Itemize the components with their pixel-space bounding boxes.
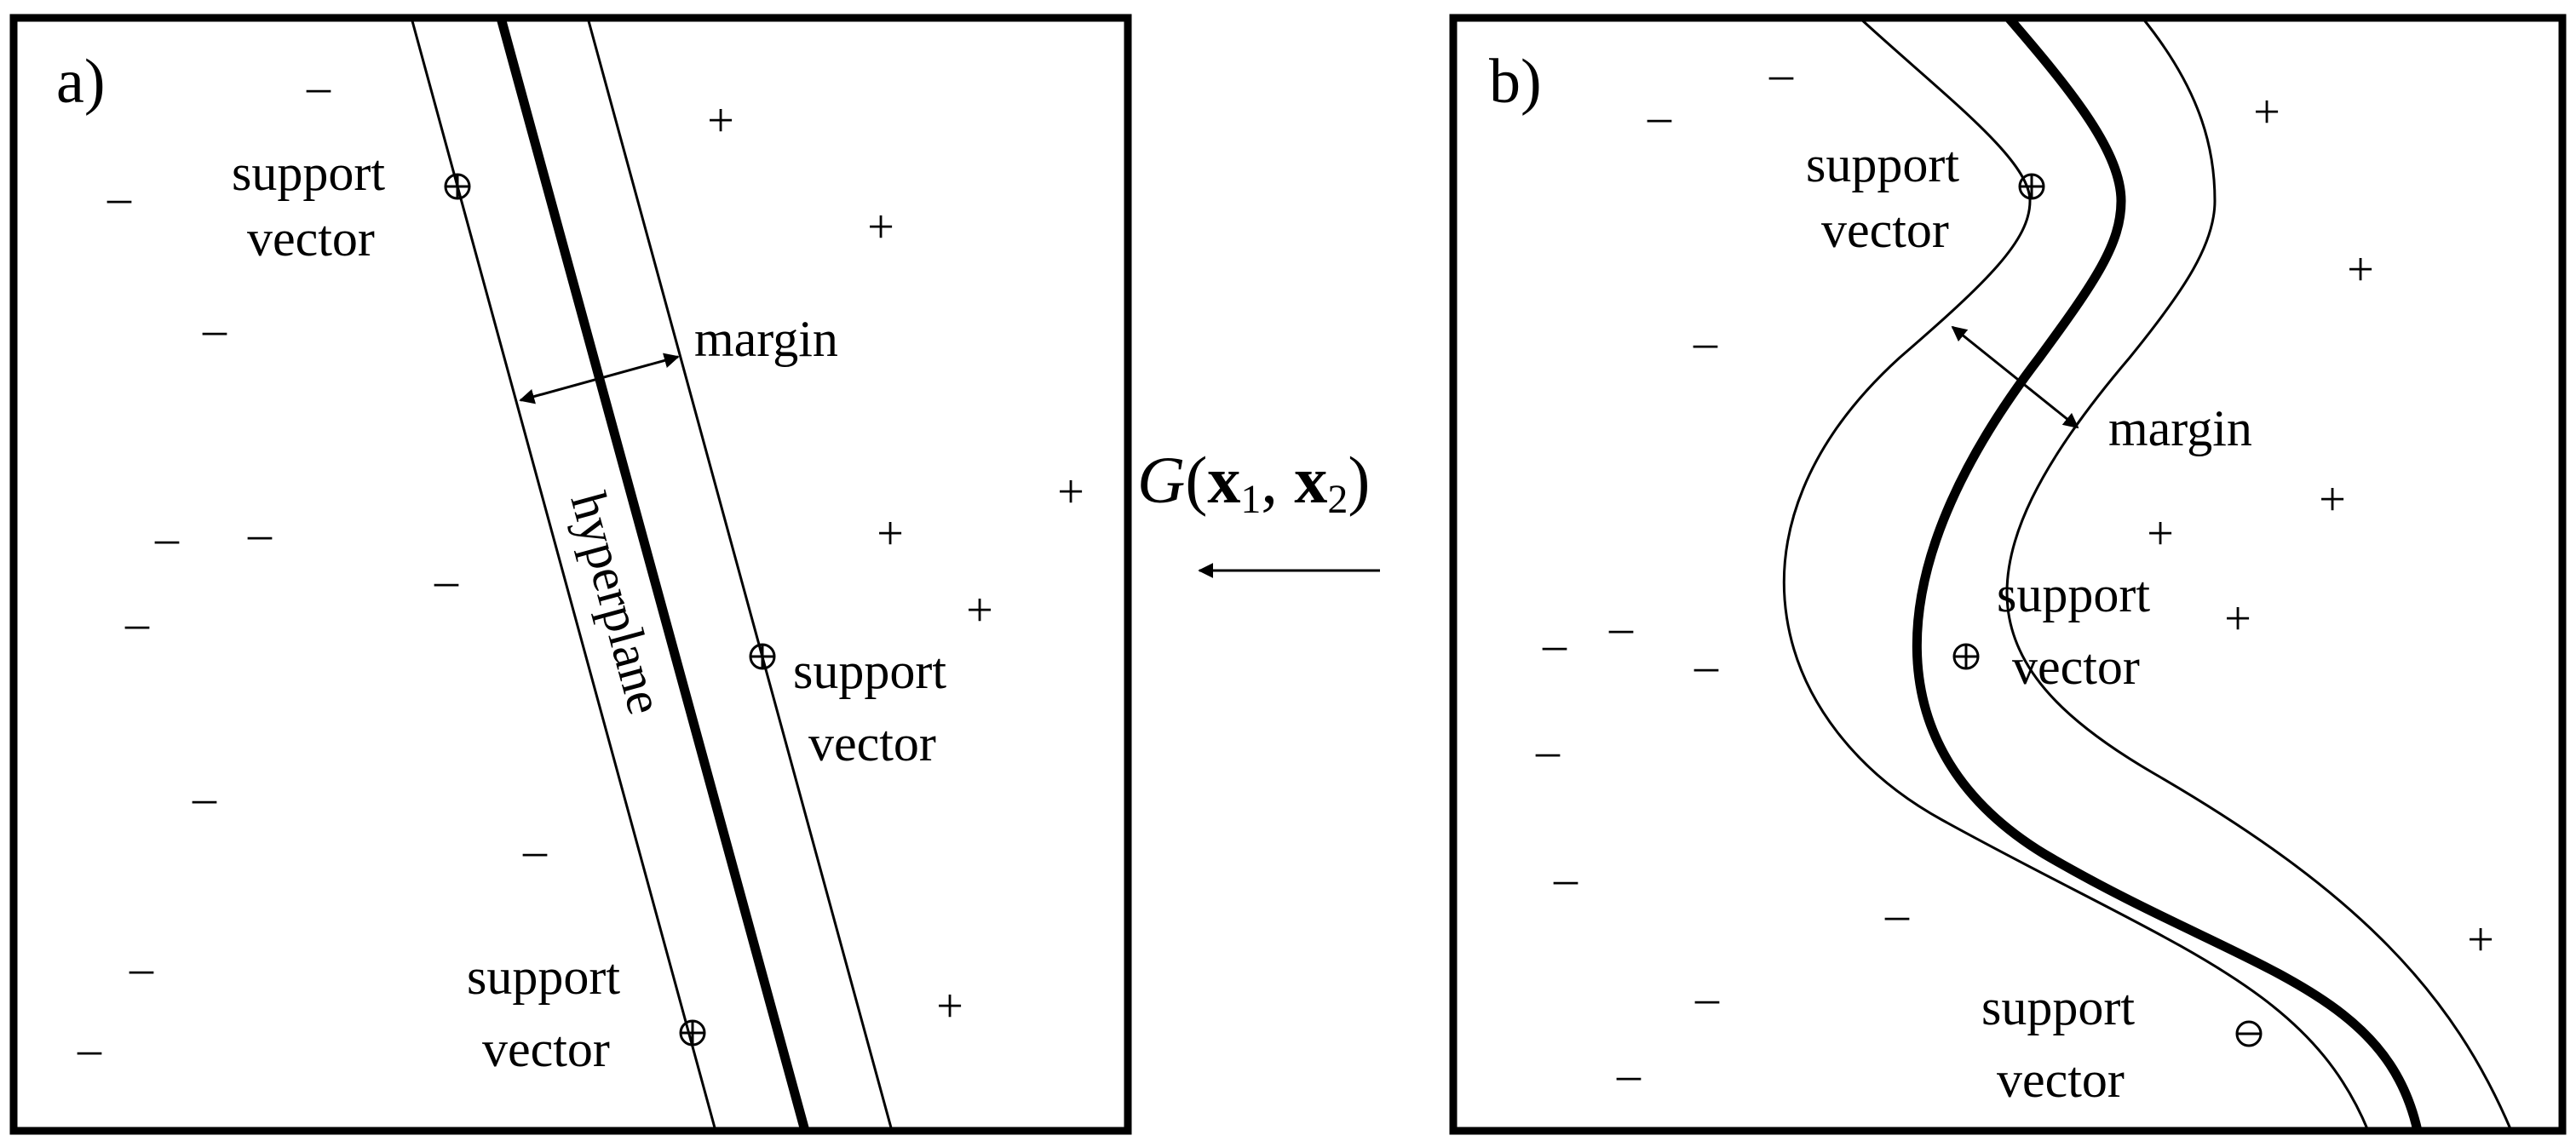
minus-sign: – bbox=[1768, 48, 1794, 100]
support-word: support bbox=[1997, 566, 2150, 622]
vector-word: vector bbox=[247, 210, 375, 267]
panel-a-frame bbox=[9, 14, 1132, 1135]
arg-x1-subscript: 1 bbox=[1240, 477, 1261, 522]
plus-sign: + bbox=[2319, 473, 2346, 526]
support-vector-marker bbox=[444, 173, 471, 200]
minus-sign: – bbox=[1616, 1048, 1642, 1101]
function-name: G bbox=[1137, 443, 1185, 517]
minus-sign: – bbox=[124, 597, 150, 650]
support-vector-marker bbox=[2018, 173, 2045, 200]
minus-sign: – bbox=[1535, 725, 1561, 777]
minus-sign: – bbox=[522, 824, 548, 877]
support-vector-label: support vector bbox=[793, 643, 959, 771]
minus-sign: – bbox=[306, 60, 331, 113]
vector-word: vector bbox=[482, 1021, 610, 1077]
support-vector-label: support vector bbox=[232, 145, 398, 267]
support-vector-label: support vector bbox=[1806, 136, 1972, 258]
minus-sign: – bbox=[1694, 972, 1720, 1024]
vector-word: vector bbox=[1821, 202, 1949, 258]
decision-boundary bbox=[1912, 14, 2423, 1133]
negative-class-points: – – – – – – – – – – – bbox=[1535, 48, 1910, 1101]
support-vector-marker bbox=[749, 643, 776, 670]
margin-boundary-right bbox=[586, 17, 894, 1132]
positive-class-points: + + + + + + bbox=[2147, 86, 2494, 966]
panel-b-frame bbox=[1449, 14, 2567, 1135]
minus-sign: – bbox=[154, 512, 180, 565]
support-word: support bbox=[793, 643, 946, 699]
mapping-function: G(x1, x2) bbox=[1137, 443, 1370, 522]
hyperplane-line bbox=[496, 16, 810, 1133]
plus-sign: + bbox=[867, 201, 894, 254]
support-vector-label: support vector bbox=[1981, 979, 2148, 1108]
minus-sign: – bbox=[1693, 639, 1719, 692]
minus-sign: – bbox=[1608, 601, 1634, 654]
plus-sign: + bbox=[2347, 244, 2374, 296]
margin-label: margin bbox=[694, 311, 838, 367]
minus-sign: – bbox=[1553, 852, 1578, 905]
margin-label: margin bbox=[2108, 400, 2252, 456]
minus-sign: – bbox=[106, 171, 132, 224]
support-word: support bbox=[467, 949, 620, 1005]
minus-sign: – bbox=[77, 1023, 102, 1075]
panel-a: a) margin hyperplane support vector supp… bbox=[9, 14, 1132, 1135]
kernel-mapping: G(x1, x2) bbox=[1137, 443, 1380, 578]
support-vector-label: support vector bbox=[467, 949, 633, 1077]
minus-sign: – bbox=[1884, 888, 1910, 941]
plus-sign: + bbox=[2147, 508, 2174, 560]
support-vector-label: support vector bbox=[1997, 566, 2163, 695]
minus-sign: – bbox=[1693, 316, 1718, 369]
open-paren: ( bbox=[1185, 443, 1207, 517]
margin-boundary-left bbox=[410, 17, 717, 1132]
negative-class-points: – – – – – – – – – – – bbox=[77, 60, 548, 1075]
panel-b: b) margin support vector support vector bbox=[1449, 14, 2567, 1135]
positive-class-points: + + + + + + bbox=[707, 95, 1084, 1033]
plus-sign: + bbox=[936, 980, 963, 1033]
minus-sign: – bbox=[202, 303, 227, 356]
plus-sign: + bbox=[2467, 914, 2494, 966]
minus-sign: – bbox=[192, 771, 217, 824]
comma: , bbox=[1261, 443, 1278, 517]
minus-sign: – bbox=[247, 508, 273, 560]
minus-sign: – bbox=[129, 942, 154, 995]
support-word: support bbox=[1981, 979, 2135, 1035]
arg-x2-subscript: 2 bbox=[1327, 477, 1348, 522]
minus-sign: – bbox=[1647, 90, 1672, 143]
plus-sign: + bbox=[2253, 86, 2280, 139]
vector-word: vector bbox=[1997, 1052, 2125, 1108]
margin-arrow bbox=[1951, 325, 2079, 429]
plus-sign: + bbox=[707, 95, 734, 147]
support-vector-marker bbox=[679, 1019, 706, 1047]
support-word: support bbox=[1806, 136, 1959, 192]
plus-sign: + bbox=[2224, 593, 2251, 645]
arg-x1: x bbox=[1207, 443, 1240, 517]
vector-word: vector bbox=[808, 715, 936, 771]
panel-b-label: b) bbox=[1489, 47, 1542, 117]
support-vector-marker bbox=[1952, 643, 1980, 670]
support-word: support bbox=[232, 145, 385, 201]
margin-boundary-right bbox=[2005, 17, 2513, 1132]
plus-sign: + bbox=[966, 584, 993, 637]
arg-x2: x bbox=[1294, 443, 1327, 517]
plus-sign: + bbox=[877, 508, 904, 560]
minus-sign: – bbox=[434, 554, 459, 607]
support-vector-marker bbox=[2235, 1020, 2263, 1047]
close-paren: ) bbox=[1348, 443, 1370, 517]
panel-a-label: a) bbox=[56, 47, 106, 117]
vector-word: vector bbox=[2012, 639, 2140, 695]
plus-sign: + bbox=[1057, 466, 1084, 519]
margin-arrow bbox=[519, 353, 680, 404]
minus-sign: – bbox=[1542, 618, 1567, 671]
